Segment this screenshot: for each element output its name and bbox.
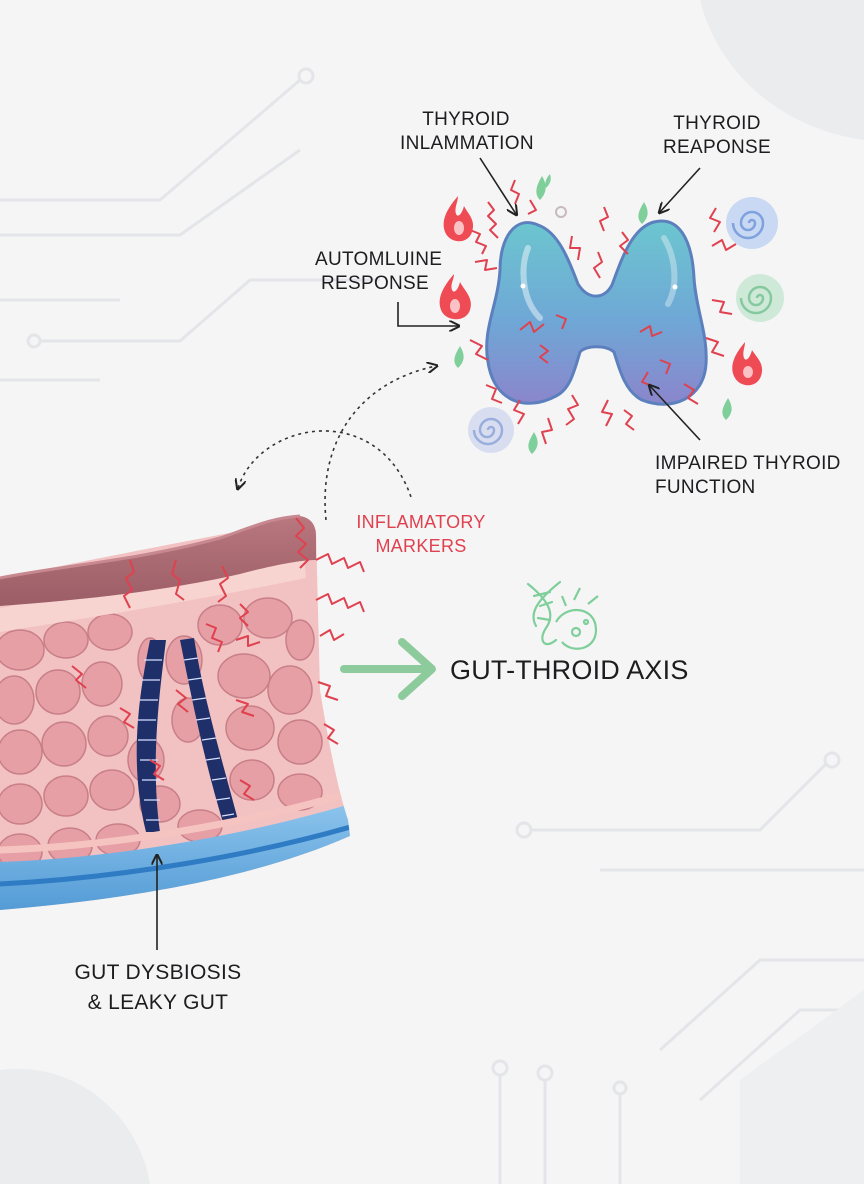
flame-icon: [439, 196, 763, 386]
label-line: & LEAKY GUT: [87, 991, 229, 1014]
label-gut-dysbiosis: GUT DYSBIOSIS & LEAKY GUT: [60, 958, 256, 1018]
dotted-connection-arrows: [238, 366, 436, 521]
thyroid-pointer-arrows: [397, 157, 701, 441]
label-line: IMPAIRED THYROID: [655, 453, 841, 474]
label-inflammatory-markers: INFLAMATORY MARKERS: [346, 510, 496, 558]
microbe-icon: [555, 587, 599, 650]
label-line: GUT DYSBIOSIS: [74, 961, 242, 984]
label-line: REAPONSE: [663, 137, 771, 158]
inflammation-squiggles-thyroid: [469, 179, 737, 445]
leaky-gut-gaps: [136, 638, 238, 832]
label-thyroid-inflammation: THYROID INLAMMATION: [400, 108, 534, 156]
axis-arrow: [340, 638, 436, 700]
label-line: AUTOMLUINE: [315, 249, 443, 270]
epithelial-cells: [0, 597, 323, 871]
label-line: THYROID: [422, 109, 510, 130]
label-line: INFLAMATORY: [356, 512, 486, 532]
label-impaired-thyroid-function: IMPAIRED THYROID FUNCTION: [655, 452, 841, 500]
thyroid-gland: [485, 219, 708, 406]
label-gut-thyroid-axis: GUT-THROID AXIS: [450, 655, 689, 685]
label-line: MARKERS: [375, 536, 467, 556]
label-thyroid-response: THYROID REAPONSE: [652, 112, 782, 160]
leaf-icon: [454, 174, 732, 454]
label-line: RESPONSE: [321, 273, 429, 294]
circuit-background: [0, 67, 864, 1184]
gut-cross-section: [0, 514, 365, 910]
label-line: INLAMMATION: [400, 133, 534, 154]
label-line: FUNCTION: [655, 477, 756, 498]
flame-highlights: [450, 221, 753, 378]
inflammation-squiggles-gut: [71, 517, 365, 801]
dna-icon: [526, 580, 562, 646]
label-autoimmune-response: AUTOMLUINE RESPONSE: [315, 248, 442, 296]
swirl-icon: [468, 197, 784, 453]
label-line: THYROID: [673, 113, 761, 134]
